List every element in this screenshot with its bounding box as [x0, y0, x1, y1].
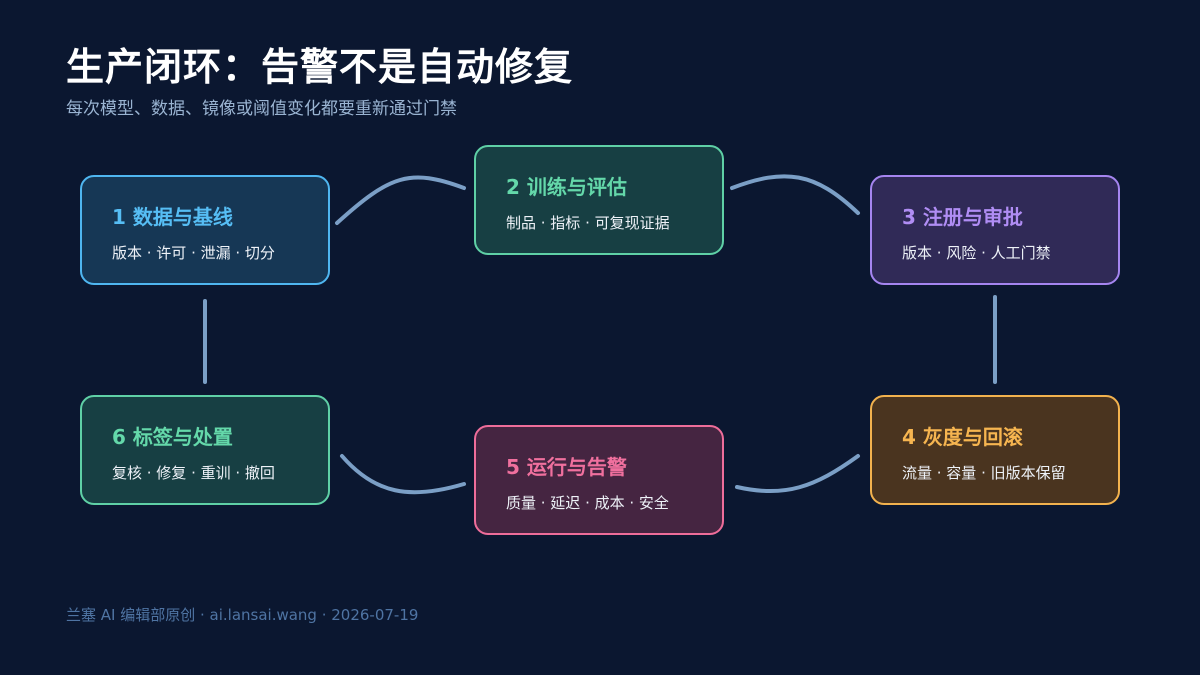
connector-4-5	[735, 454, 860, 494]
step-node-6: 6 标签与处置 复核 · 修复 · 重训 · 撤回	[80, 395, 330, 505]
step-node-5: 5 运行与告警 质量 · 延迟 · 成本 · 安全	[474, 425, 724, 535]
step-description: 流量 · 容量 · 旧版本保留	[902, 464, 1066, 482]
step-description: 制品 · 指标 · 可复现证据	[506, 214, 670, 232]
connector-1-2	[335, 175, 466, 225]
step-node-2: 2 训练与评估 制品 · 指标 · 可复现证据	[474, 145, 724, 255]
page-subtitle: 每次模型、数据、镜像或阈值变化都要重新通过门禁	[66, 99, 457, 119]
step-title: 6 标签与处置	[112, 425, 233, 449]
step-description: 版本 · 许可 · 泄漏 · 切分	[112, 244, 275, 262]
step-title: 4 灰度与回滚	[902, 425, 1023, 449]
step-description: 质量 · 延迟 · 成本 · 安全	[506, 494, 669, 512]
step-title: 2 训练与评估	[506, 175, 627, 199]
page-title: 生产闭环：告警不是自动修复	[66, 45, 574, 89]
connector-2-3	[730, 174, 860, 215]
footer-credit: 兰塞 AI 编辑部原创 · ai.lansai.wang · 2026-07-1…	[66, 606, 419, 624]
step-title: 5 运行与告警	[506, 455, 627, 479]
step-description: 复核 · 修复 · 重训 · 撤回	[112, 464, 275, 482]
step-description: 版本 · 风险 · 人工门禁	[902, 244, 1051, 262]
connector-5-6	[340, 454, 466, 495]
step-node-1: 1 数据与基线 版本 · 许可 · 泄漏 · 切分	[80, 175, 330, 285]
step-node-3: 3 注册与审批 版本 · 风险 · 人工门禁	[870, 175, 1120, 285]
step-title: 3 注册与审批	[902, 205, 1023, 229]
step-title: 1 数据与基线	[112, 205, 233, 229]
step-node-4: 4 灰度与回滚 流量 · 容量 · 旧版本保留	[870, 395, 1120, 505]
